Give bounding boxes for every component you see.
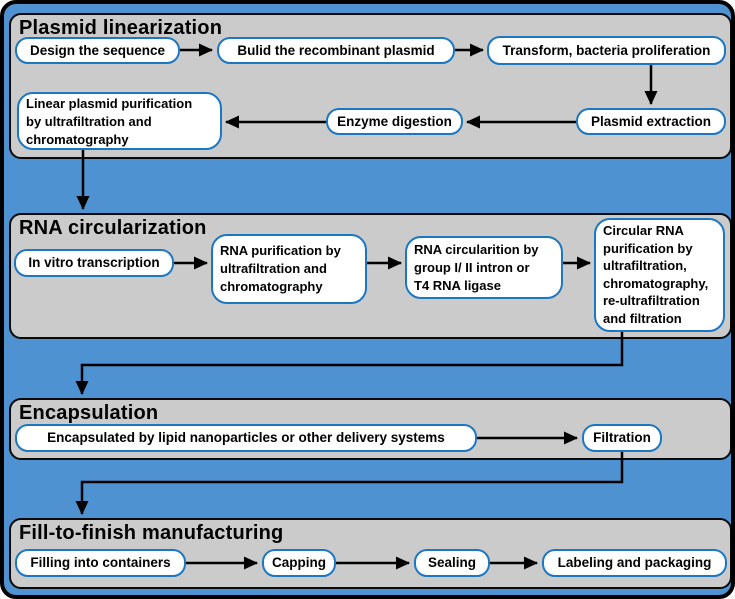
node-linear-plasmid-purification: Linear plasmid purification by ultrafilt… (17, 92, 222, 150)
node-rna-circularization-step: RNA circularition by group I/ II intron … (405, 236, 563, 299)
node-capping: Capping (262, 549, 336, 577)
section-title-encapsulation: Encapsulation (19, 402, 159, 424)
node-design-the-sequence: Design the sequence (15, 37, 180, 64)
node-circular-rna-purification: Circular RNA purification by ultrafiltra… (594, 218, 725, 332)
node-filtration: Filtration (582, 424, 662, 452)
section-title-rna-circularization: RNA circularization (19, 217, 207, 239)
arrow-circular-purification-to-encapsulation (75, 332, 624, 395)
node-in-vitro-transcription: In vitro transcription (14, 249, 174, 277)
arrow-filtration-to-fill-section (75, 452, 624, 515)
node-sealing: Sealing (414, 549, 490, 577)
node-encapsulated-by-lnp: Encapsulated by lipid nanoparticles or o… (15, 424, 477, 452)
node-plasmid-extraction: Plasmid extraction (576, 108, 726, 135)
node-enzyme-digestion: Enzyme digestion (326, 108, 463, 135)
node-transform-bacteria-proliferation: Transform, bacteria proliferation (487, 36, 726, 65)
node-labeling-and-packaging: Labeling and packaging (542, 549, 727, 577)
section-title-fill-to-finish: Fill-to-finish manufacturing (19, 522, 284, 544)
node-rna-purification: RNA purification by ultrafiltration and … (211, 234, 367, 304)
node-build-recombinant-plasmid: Bulid the recombinant plasmid (217, 37, 455, 64)
node-filling-into-containers: Filling into containers (15, 549, 186, 577)
section-title-plasmid-linearization: Plasmid linearization (19, 17, 223, 39)
